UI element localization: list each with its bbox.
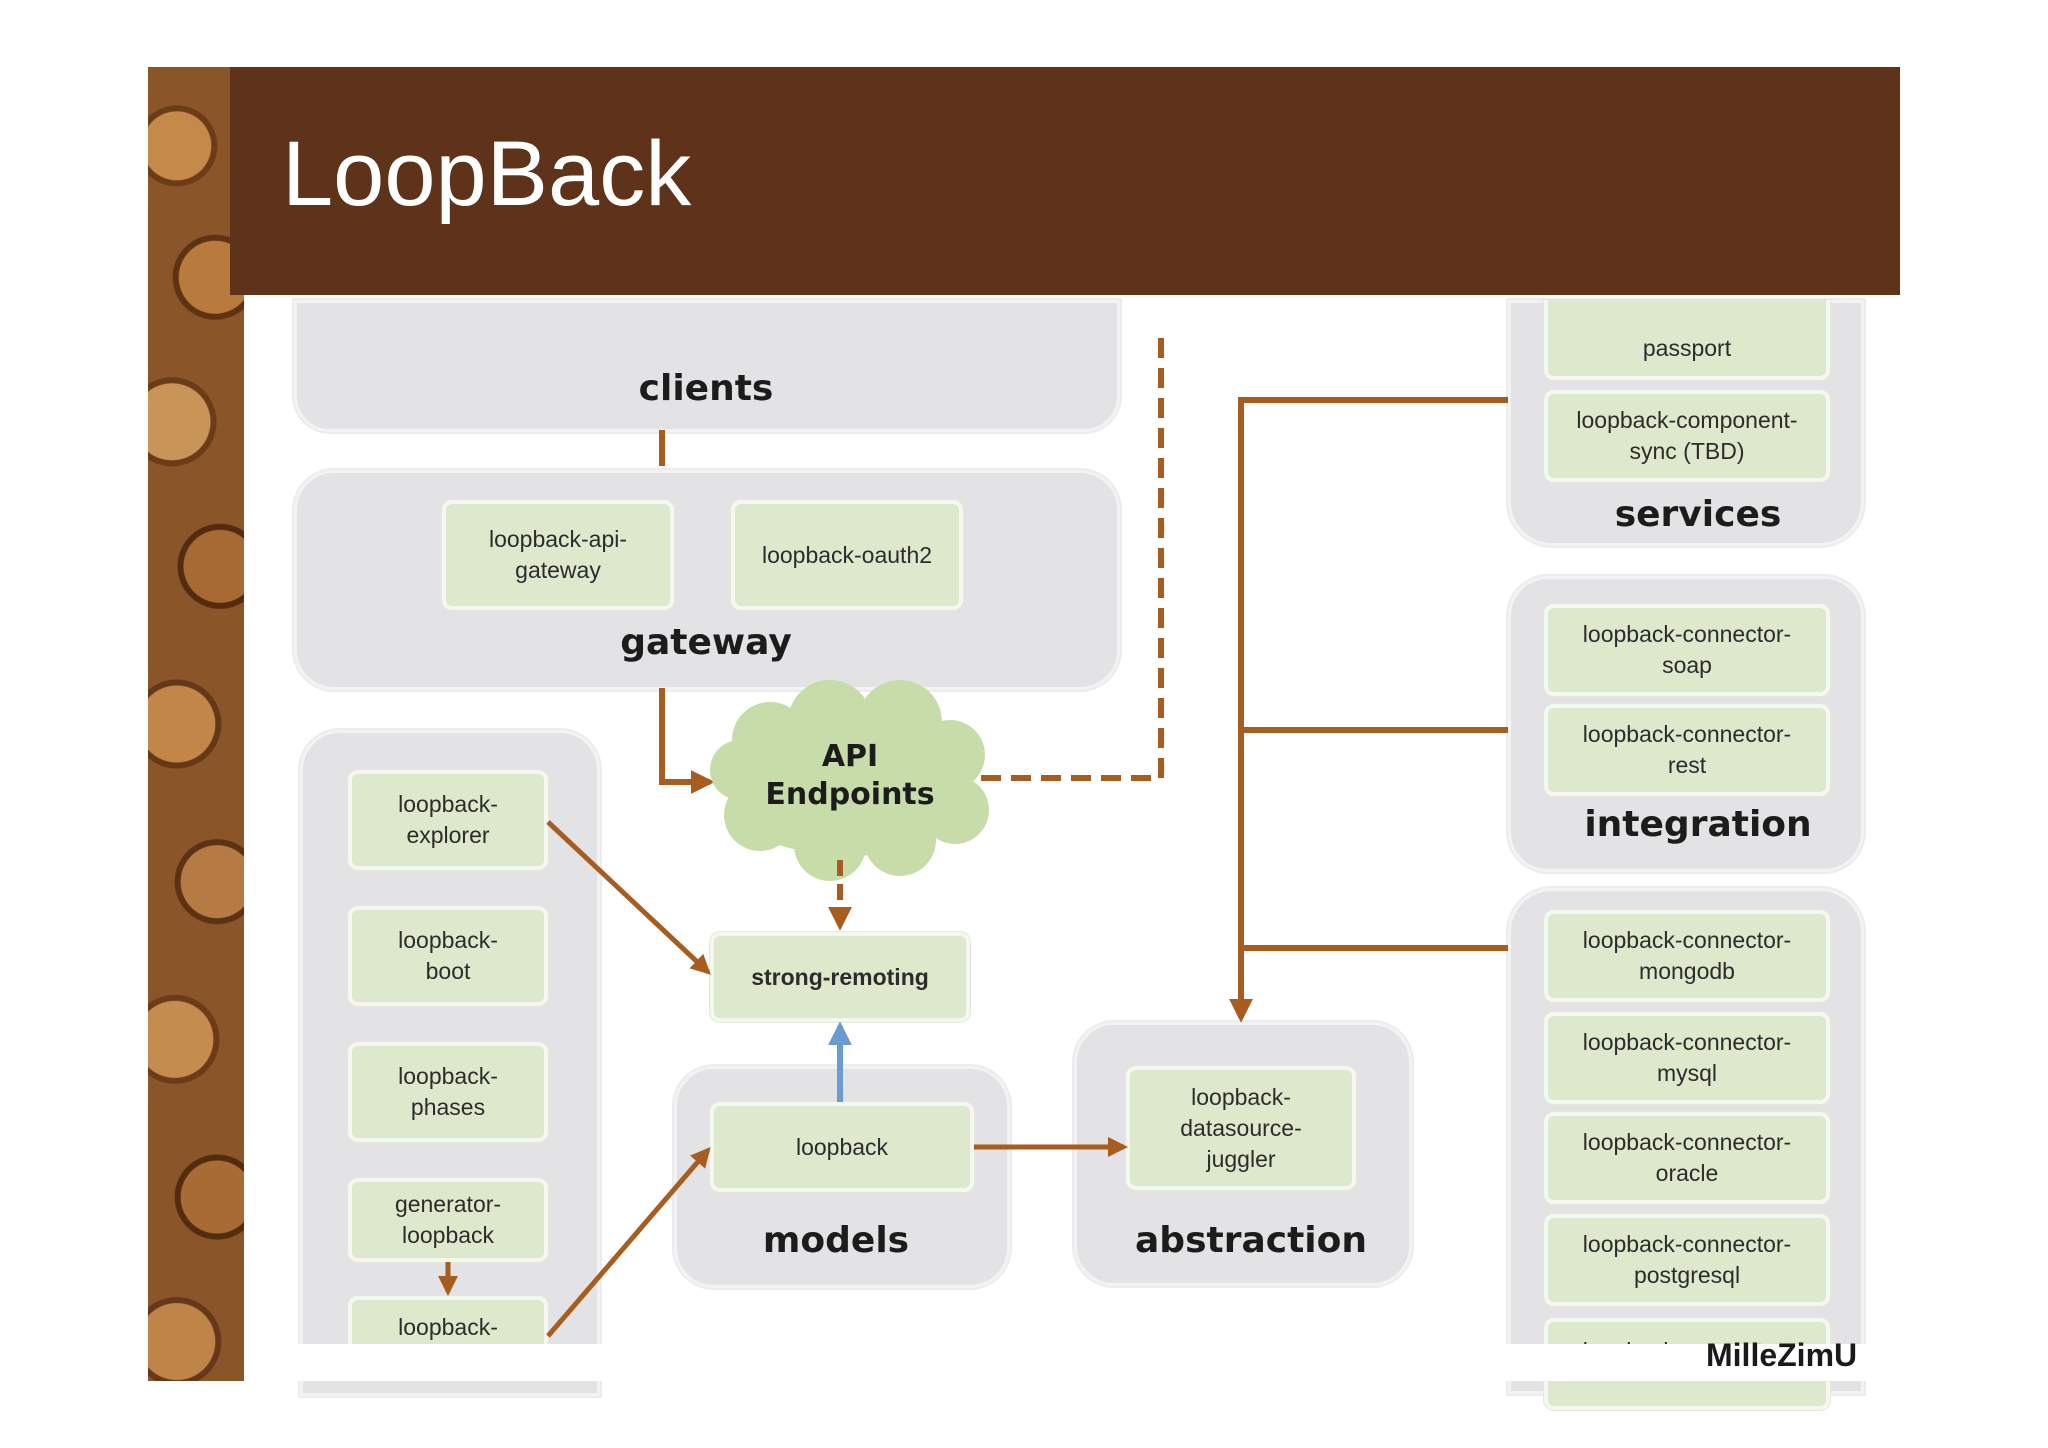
clients-label: clients: [638, 368, 774, 409]
connector-item: loopback-connector- postgresql: [1544, 1214, 1830, 1306]
tools-item: loopback- phases: [348, 1042, 548, 1142]
integration-item: loopback-connector- rest: [1544, 704, 1830, 796]
gateway-group: [294, 470, 1120, 690]
slide-title: LoopBack: [282, 123, 692, 225]
clients-group: [294, 300, 1120, 432]
strong-remoting-box: strong-remoting: [710, 932, 970, 1022]
tools-item: generator- loopback: [348, 1178, 548, 1262]
connector-item: loopback-connector- mongodb: [1544, 910, 1830, 1002]
models-label: models: [762, 1220, 910, 1261]
cork-texture-image: [148, 67, 244, 1381]
integration-item: loopback-connector- soap: [1544, 604, 1830, 696]
gateway-api-arrow: [659, 688, 715, 794]
services-item: loopback-component- sync (TBD): [1544, 390, 1830, 482]
tools-item: loopback- explorer: [348, 770, 548, 870]
gateway-item: loopback-api- gateway: [442, 500, 674, 610]
integration-label: integration: [1584, 804, 1812, 845]
clients-api-dashed-line: [978, 338, 1164, 781]
models-item: loopback: [710, 1102, 974, 1192]
bottom-mask: [244, 1344, 1900, 1381]
abstraction-label: abstraction: [1135, 1220, 1367, 1261]
api-endpoints-cloud: [710, 680, 989, 881]
connector-item: loopback-connector- oracle: [1544, 1112, 1830, 1204]
services-label: services: [1614, 494, 1782, 535]
services-item: passport: [1544, 300, 1830, 380]
tools-item: loopback- boot: [348, 906, 548, 1006]
tools-models-arrow: [546, 1146, 711, 1338]
watermark: MilleZimU: [1706, 1337, 1858, 1373]
gateway-label: gateway: [620, 622, 792, 663]
api-endpoints-label: API Endpoints: [765, 739, 935, 812]
gateway-item: loopback-oauth2: [731, 500, 963, 610]
explorer-remoting-arrow: [546, 820, 711, 975]
connector-item: loopback-connector- mysql: [1544, 1012, 1830, 1104]
abstraction-item: loopback- datasource- juggler: [1126, 1066, 1356, 1190]
slide-header: [230, 67, 1900, 295]
